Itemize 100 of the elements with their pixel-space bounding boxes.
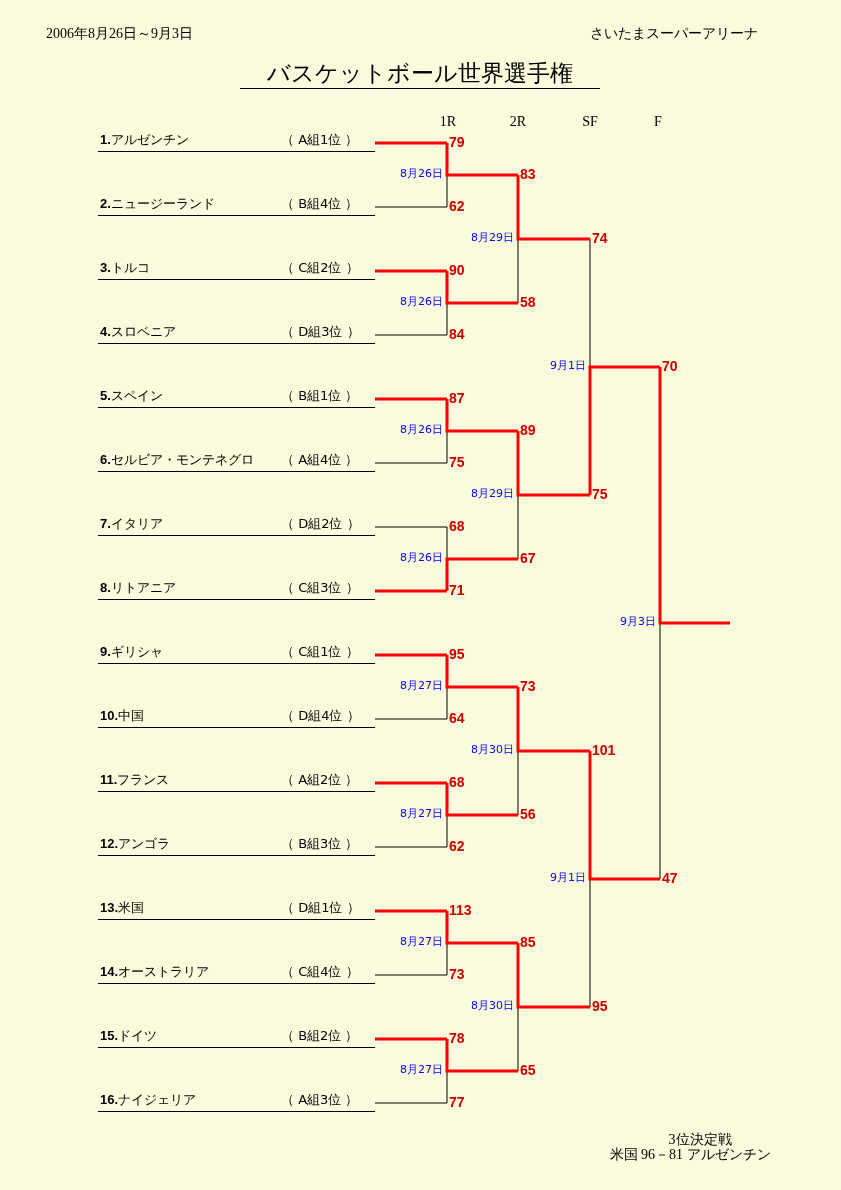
score-text: 77 — [447, 1094, 481, 1110]
winner-line — [375, 909, 447, 913]
bracket-line — [374, 1102, 448, 1104]
winner-line — [375, 653, 447, 657]
score-text: 90 — [447, 262, 481, 278]
group-rank: （ A組3位 ） — [281, 1091, 359, 1109]
third-place-heading: 3位決定戦 — [667, 1131, 733, 1148]
match-date: 8月30日 — [470, 743, 514, 757]
team-name: 13.米国 — [100, 899, 145, 917]
group-rank: （ A組1位 ） — [281, 131, 359, 149]
team-name: 14.オーストラリア — [100, 963, 210, 981]
group-rank: （ C組3位 ） — [281, 579, 359, 597]
team-entry — [98, 258, 375, 280]
winner-line — [658, 367, 730, 625]
group-rank: （ B組4位 ） — [281, 195, 359, 213]
group-rank: （ D組3位 ） — [281, 323, 360, 341]
team-entry — [98, 834, 375, 856]
venue-text: さいたまスーパーアリーナ — [590, 25, 759, 43]
team-name: 8.リトアニア — [100, 579, 176, 597]
team-name: 6.セルビア・モンテネグロ — [100, 451, 254, 469]
winner-line — [445, 271, 518, 305]
match-date: 8月29日 — [470, 487, 514, 501]
winner-line — [516, 431, 590, 497]
winner-line — [588, 365, 660, 495]
team-name: 3.トルコ — [100, 259, 150, 277]
winner-line — [516, 175, 590, 241]
team-entry — [98, 578, 375, 600]
third-place-result: 米国 96－81 アルゼンチン — [608, 1146, 772, 1164]
bracket-line — [374, 526, 448, 528]
match-date: 8月27日 — [399, 1063, 443, 1077]
score-text: 79 — [447, 134, 481, 150]
score-text: 73 — [518, 678, 552, 694]
score-text: 71 — [447, 582, 481, 598]
match-date: 8月30日 — [470, 999, 514, 1013]
bracket-line — [374, 334, 448, 336]
round-header: 2R — [508, 113, 528, 131]
score-text: 113 — [447, 902, 481, 918]
bracket-line — [374, 462, 448, 464]
team-name: 11.フランス — [100, 771, 170, 789]
winner-line — [445, 143, 518, 177]
winner-line — [445, 911, 518, 945]
bracket-line — [374, 974, 448, 976]
group-rank: （ D組2位 ） — [281, 515, 360, 533]
score-text: 85 — [518, 934, 552, 950]
group-rank: （ C組1位 ） — [281, 643, 359, 661]
score-text: 95 — [447, 646, 481, 662]
winner-line — [445, 399, 518, 433]
team-name: 1.アルゼンチン — [100, 131, 189, 149]
winner-line — [375, 397, 447, 401]
group-rank: （ A組2位 ） — [281, 771, 359, 789]
match-date: 9月3日 — [619, 615, 656, 629]
team-entry — [98, 642, 375, 664]
winner-line — [375, 781, 447, 785]
winner-line — [375, 141, 447, 145]
score-text: 56 — [518, 806, 552, 822]
team-entry — [98, 1090, 375, 1112]
team-entry — [98, 450, 375, 472]
winner-line — [588, 751, 660, 881]
score-text: 73 — [447, 966, 481, 982]
title: バスケットボール世界選手権 — [240, 58, 600, 89]
team-entry — [98, 706, 375, 728]
group-rank: （ C組4位 ） — [281, 963, 359, 981]
group-rank: （ D組4位 ） — [281, 707, 360, 725]
bracket-line — [374, 206, 448, 208]
date-range-text: 2006年8月26日～9月3日 — [46, 25, 194, 43]
winner-line — [516, 687, 590, 753]
team-name: 7.イタリア — [100, 515, 163, 533]
score-text: 78 — [447, 1030, 481, 1046]
winner-line — [375, 1037, 447, 1041]
match-date: 8月29日 — [470, 231, 514, 245]
team-name: 9.ギリシャ — [100, 643, 163, 661]
score-text: 58 — [518, 294, 552, 310]
bracket-line — [374, 718, 448, 720]
round-header: F — [653, 113, 663, 131]
team-entry — [98, 898, 375, 920]
score-text: 75 — [590, 486, 624, 502]
score-text: 95 — [590, 998, 624, 1014]
match-date: 8月26日 — [399, 295, 443, 309]
score-text: 67 — [518, 550, 552, 566]
team-entry — [98, 1026, 375, 1048]
match-date: 8月27日 — [399, 679, 443, 693]
team-name: 12.アンゴラ — [100, 835, 171, 853]
team-entry — [98, 130, 375, 152]
score-text: 83 — [518, 166, 552, 182]
group-rank: （ D組1位 ） — [281, 899, 360, 917]
winner-line — [445, 1039, 518, 1073]
team-name: 5.スペイン — [100, 387, 163, 405]
team-entry — [98, 962, 375, 984]
group-rank: （ B組3位 ） — [281, 835, 359, 853]
score-text: 70 — [660, 358, 694, 374]
team-name: 10.中国 — [100, 707, 145, 725]
team-entry — [98, 770, 375, 792]
score-text: 64 — [447, 710, 481, 726]
team-name: 16.ナイジェリア — [100, 1091, 197, 1109]
match-date: 8月26日 — [399, 423, 443, 437]
team-entry — [98, 322, 375, 344]
bracket-line — [374, 846, 448, 848]
score-text: 62 — [447, 838, 481, 854]
score-text: 68 — [447, 518, 481, 534]
winner-line — [375, 269, 447, 273]
